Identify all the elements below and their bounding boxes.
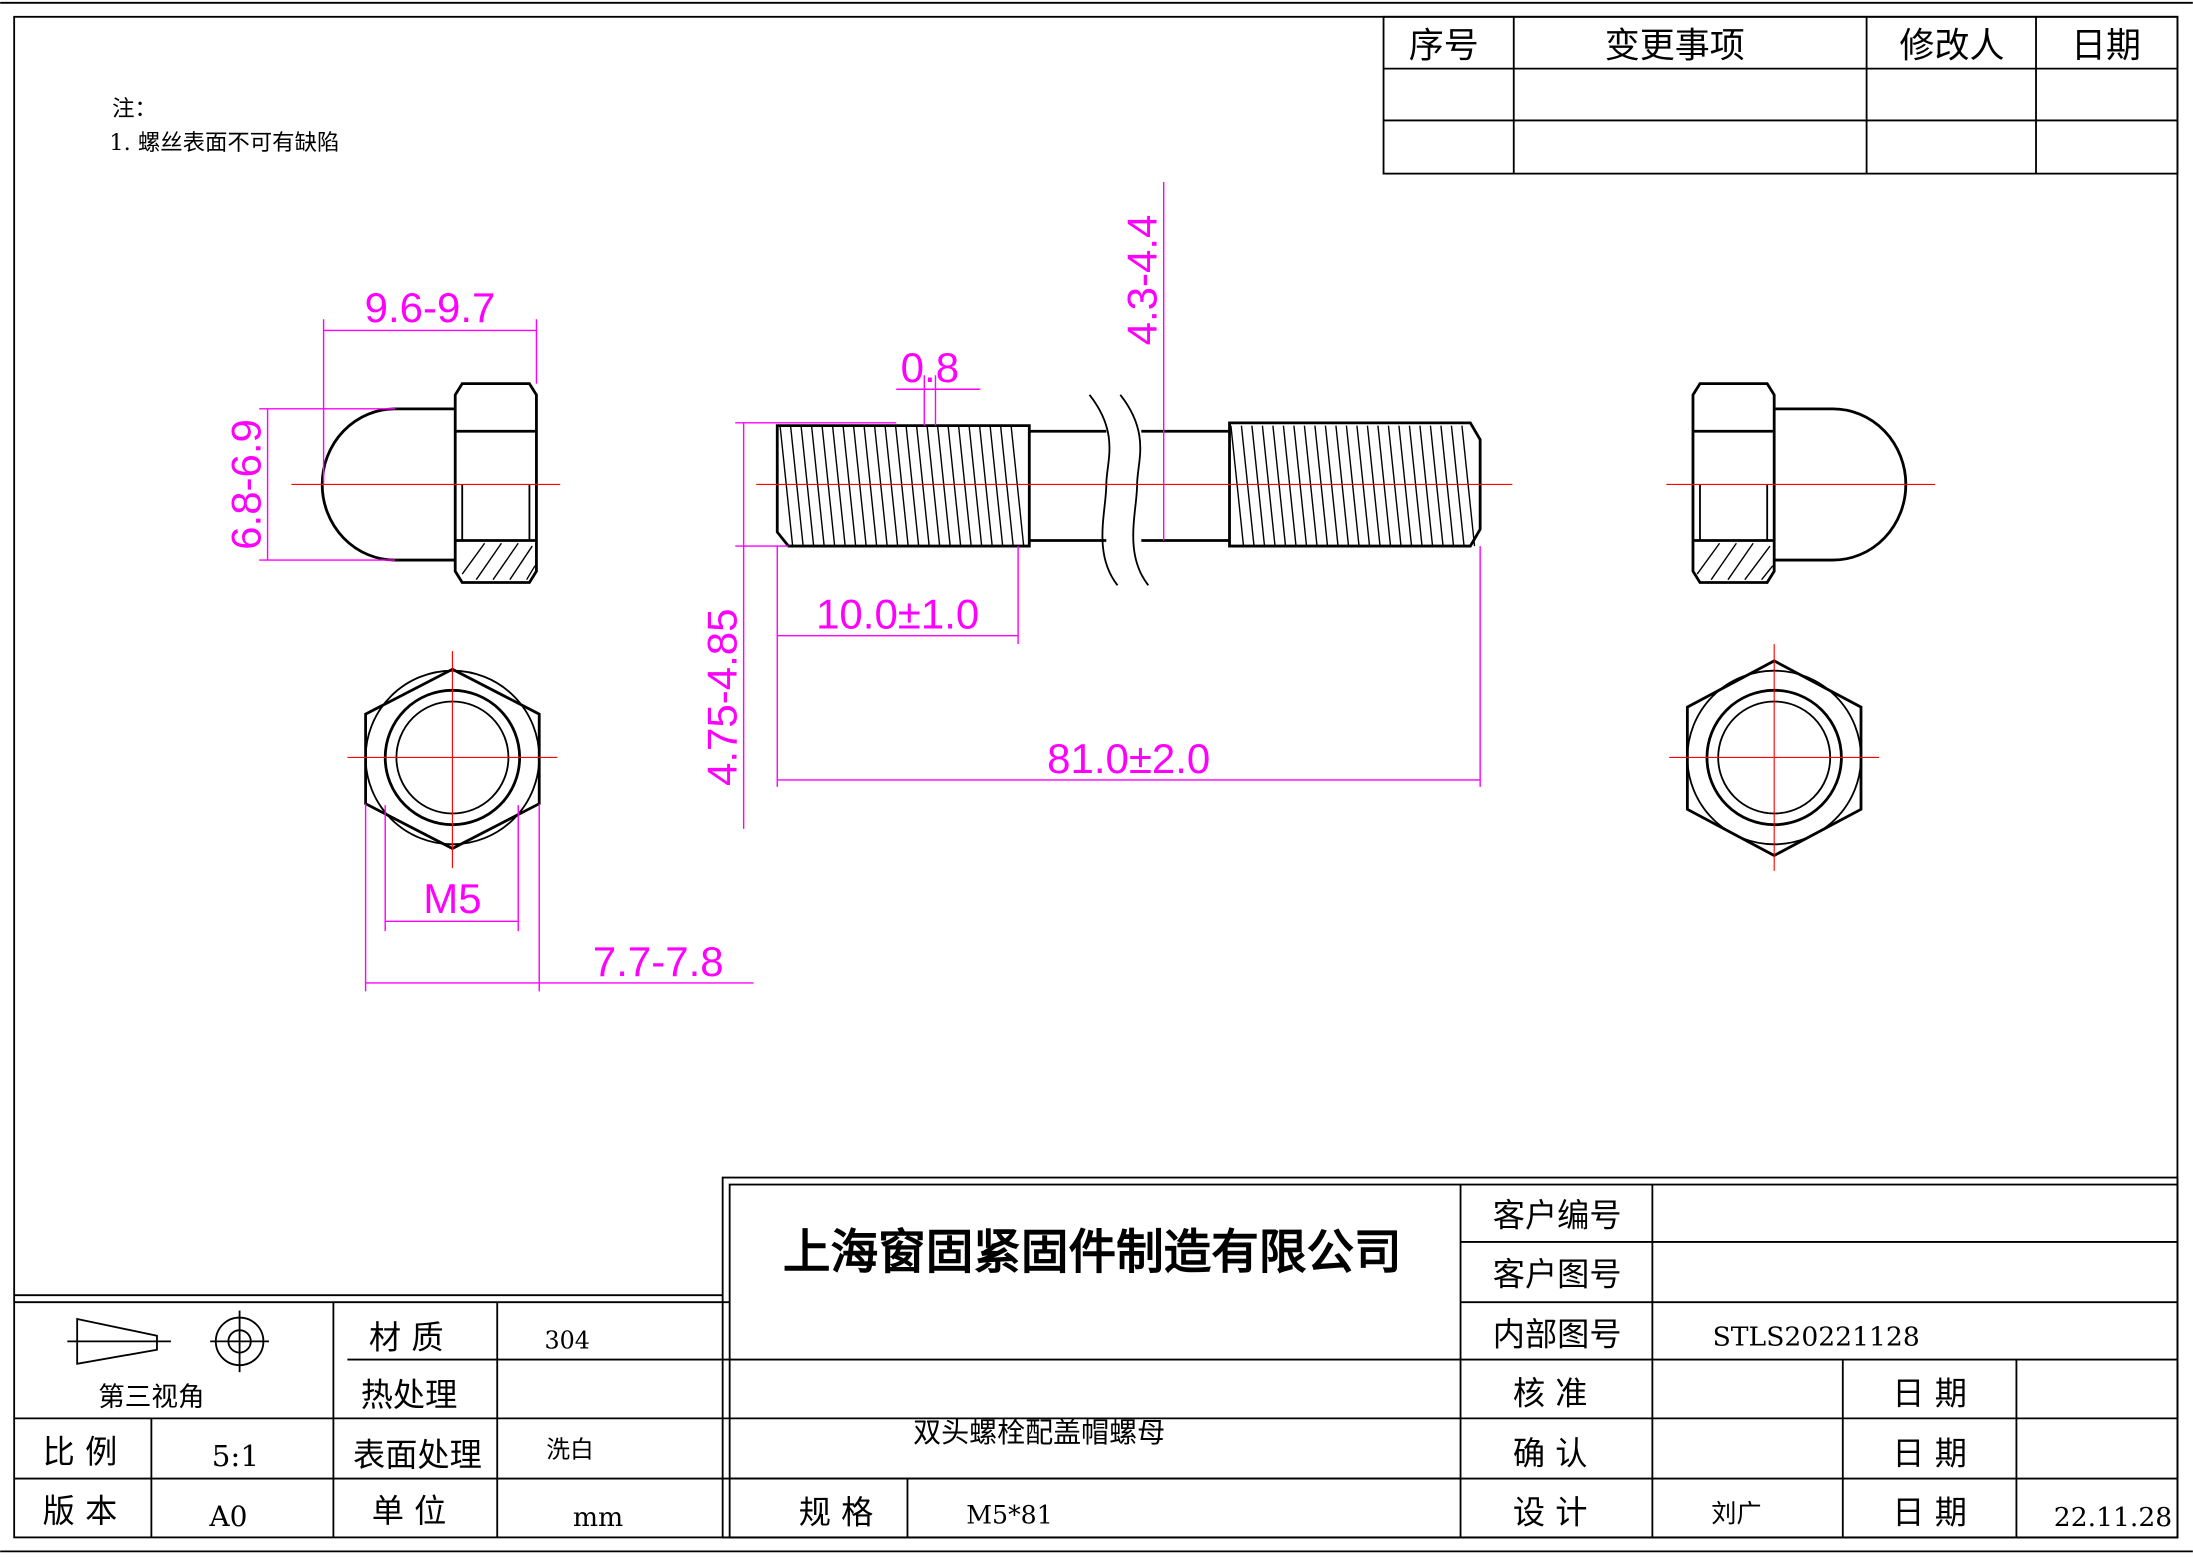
- thread-line: [810, 425, 825, 547]
- thread-line: [831, 425, 846, 547]
- dim-thread-dia: 4.75-4.85: [699, 609, 746, 786]
- confirm-date-label: 日 期: [1892, 1435, 1967, 1473]
- thread-line: [779, 425, 794, 547]
- approve-label: 核 准: [1513, 1374, 1588, 1412]
- internal-drawing-label: 内部图号: [1493, 1316, 1622, 1354]
- cap-nut-side-view-left: [291, 382, 561, 584]
- unit-value: mm: [573, 1502, 623, 1533]
- thread-line: [800, 425, 815, 547]
- thread-line: [999, 425, 1014, 547]
- heat-treatment-label: 热处理: [361, 1376, 458, 1414]
- thread-line: [968, 425, 983, 547]
- thread-line: [1261, 425, 1276, 547]
- dimension-lines: [259, 182, 1481, 992]
- rev-header-date: 日期: [2071, 26, 2141, 66]
- thread-line: [842, 425, 857, 547]
- thread-line: [1429, 425, 1444, 547]
- double-end-stud: [756, 394, 1513, 586]
- surface-treatment-value: 洗白: [546, 1436, 594, 1464]
- thread-line: [873, 425, 888, 547]
- rev-header-no: 序号: [1409, 26, 1479, 66]
- thread-line: [1324, 425, 1339, 547]
- thread-line: [863, 425, 878, 547]
- dim-shank-dia: 4.3-4.4: [1119, 215, 1166, 346]
- thread-line: [1450, 425, 1465, 547]
- spec-label: 规 格: [799, 1493, 874, 1531]
- dim-pitch: 0.8: [901, 344, 959, 391]
- scale-value: 5:1: [212, 1439, 259, 1473]
- cap-nut-end-view-left: [347, 651, 558, 869]
- rev-header-modifier: 修改人: [1900, 26, 2005, 66]
- thread-line: [1282, 425, 1297, 547]
- note-item: 1. 螺丝表面不可有缺陷: [109, 130, 339, 156]
- design-date-value: 22.11.28: [2054, 1502, 2172, 1533]
- thread-line: [894, 425, 909, 547]
- title-block: [14, 1176, 2179, 1539]
- thread-line: [1377, 425, 1392, 547]
- thread-line: [1240, 425, 1255, 547]
- projection-label: 第三视角: [98, 1382, 204, 1413]
- customer-no-label: 客户编号: [1493, 1197, 1622, 1235]
- third-angle-projection-icon: [67, 1310, 269, 1373]
- thread-line: [1356, 425, 1371, 547]
- design-date-label: 日 期: [1892, 1493, 1967, 1531]
- dim-thread-length: 10.0±1.0: [816, 591, 979, 638]
- version-label: 版 本: [43, 1492, 118, 1530]
- thread-line: [1366, 425, 1381, 547]
- dim-nut-thread: M5: [423, 875, 481, 922]
- thread-line: [905, 425, 920, 547]
- design-label: 设 计: [1513, 1493, 1588, 1531]
- designer-value: 刘广: [1711, 1499, 1761, 1528]
- thread-line: [1408, 425, 1423, 547]
- notes-title: 注：: [112, 96, 157, 122]
- revision-table: 序号 变更事项 修改人 日期: [1382, 15, 2179, 175]
- thread-line: [1440, 425, 1455, 547]
- surface-treatment-label: 表面处理: [353, 1436, 482, 1474]
- thread-line: [978, 425, 993, 547]
- thread-line: [926, 425, 941, 547]
- thread-line: [1303, 425, 1318, 547]
- thread-line: [1251, 425, 1266, 547]
- thread-line: [1010, 425, 1025, 547]
- thread-line: [1398, 425, 1413, 547]
- cap-nut-side-view-right: [1666, 382, 1936, 584]
- dim-nut-length: 9.6-9.7: [365, 284, 496, 331]
- internal-drawing-value: STLS20221128: [1713, 1322, 1920, 1353]
- thread-line: [1314, 425, 1329, 547]
- scale-label: 比 例: [43, 1433, 118, 1471]
- thread-line: [957, 425, 972, 547]
- thread-line: [936, 425, 951, 547]
- thread-line: [884, 425, 899, 547]
- confirm-label: 确 认: [1513, 1435, 1588, 1473]
- thread-line: [947, 425, 962, 547]
- thread-line: [821, 425, 836, 547]
- thread-line: [989, 425, 1004, 547]
- thread-line: [1461, 425, 1476, 547]
- dim-hex-width: 7.7-7.8: [593, 938, 724, 985]
- dim-dome-dia: 6.8-6.9: [223, 419, 270, 550]
- material-value: 304: [545, 1326, 590, 1354]
- spec-value: M5*81: [966, 1500, 1052, 1529]
- thread-line: [1272, 425, 1287, 547]
- thread-line: [1230, 425, 1245, 547]
- rev-header-change: 变更事项: [1605, 26, 1745, 66]
- dim-total-length: 81.0±2.0: [1047, 735, 1210, 782]
- company-name: 上海窗固紧固件制造有限公司: [783, 1225, 1402, 1281]
- thread-line: [1293, 425, 1308, 547]
- thread-line: [852, 425, 867, 547]
- customer-drawing-label: 客户图号: [1493, 1255, 1622, 1293]
- thread-line: [1345, 425, 1360, 547]
- cap-nut-end-view-right: [1669, 644, 1880, 871]
- thread-line: [789, 425, 804, 547]
- material-label: 材 质: [369, 1318, 444, 1356]
- unit-label: 单 位: [372, 1492, 447, 1530]
- product-name: 双头螺栓配盖帽螺母: [913, 1416, 1165, 1449]
- version-value: A0: [208, 1500, 247, 1533]
- thread-line: [1335, 425, 1350, 547]
- thread-line: [1387, 425, 1402, 547]
- approve-date-label: 日 期: [1892, 1374, 1967, 1412]
- thread-line: [915, 425, 930, 547]
- thread-line: [1419, 425, 1434, 547]
